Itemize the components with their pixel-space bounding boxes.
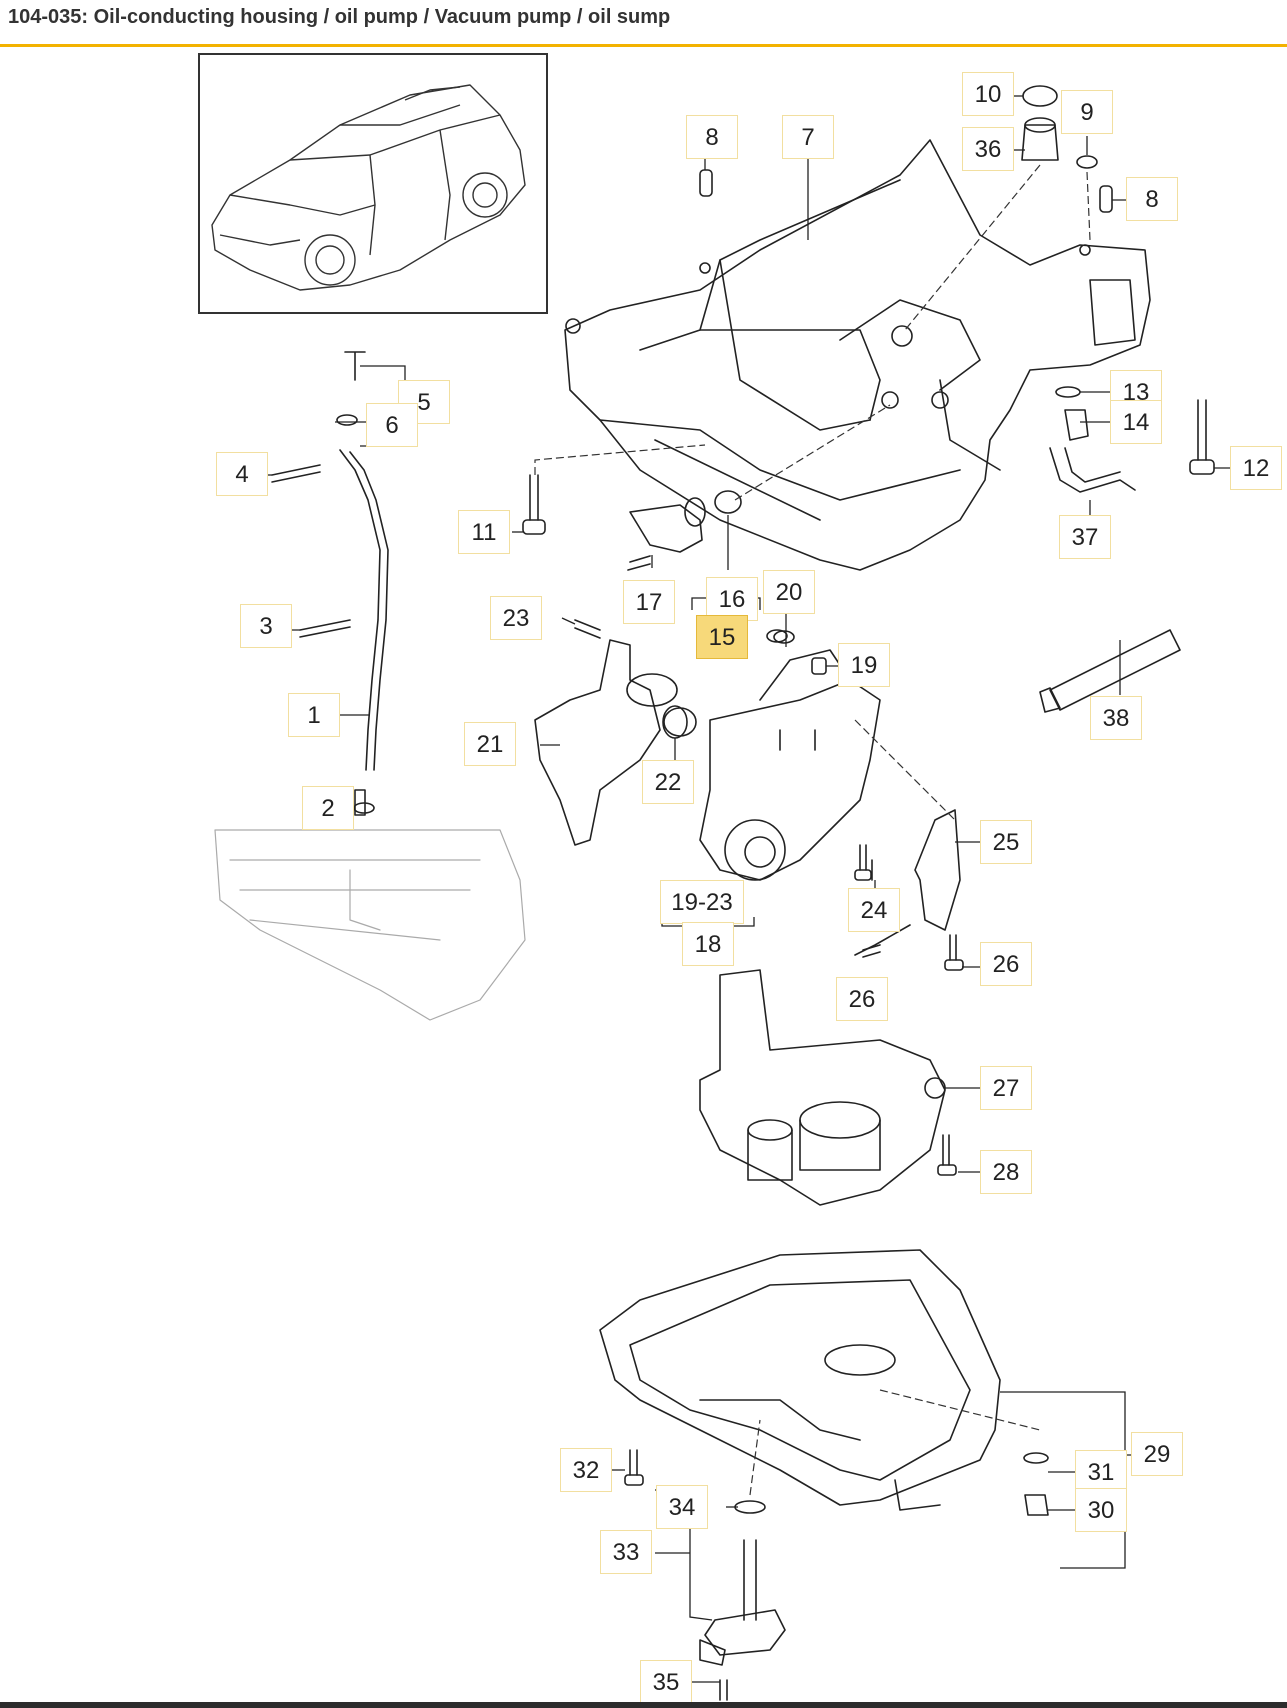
callout-11[interactable]: 11 — [458, 510, 510, 554]
callout-25[interactable]: 25 — [980, 820, 1032, 864]
callout-35[interactable]: 35 — [640, 1660, 692, 1704]
callout-1[interactable]: 1 — [288, 693, 340, 737]
callout-38[interactable]: 38 — [1090, 696, 1142, 740]
vehicle-thumbnail — [198, 53, 548, 314]
callout-8[interactable]: 8 — [686, 115, 738, 159]
callout-10[interactable]: 10 — [962, 72, 1014, 116]
oil-housing-part — [564, 139, 1151, 571]
callout-3[interactable]: 3 — [240, 604, 292, 648]
callout-33[interactable]: 33 — [600, 1530, 652, 1574]
callout-24[interactable]: 24 — [848, 888, 900, 932]
oil-pump-part — [534, 629, 881, 881]
callout-21[interactable]: 21 — [464, 722, 516, 766]
callout-26-left[interactable]: 26 — [836, 977, 888, 1021]
callout-15[interactable]: 15 — [696, 615, 748, 659]
callout-19-23[interactable]: 19-23 — [660, 880, 744, 924]
callout-14[interactable]: 14 — [1110, 400, 1162, 444]
callout-29[interactable]: 29 — [1131, 1432, 1183, 1476]
page-header: 104-035: Oil-conducting housing / oil pu… — [0, 0, 1287, 47]
callout-32[interactable]: 32 — [560, 1448, 612, 1492]
callout-26-right[interactable]: 26 — [980, 942, 1032, 986]
callout-20[interactable]: 20 — [763, 570, 815, 614]
callout-4[interactable]: 4 — [216, 452, 268, 496]
oil-sump-part — [599, 1249, 1001, 1511]
callout-12[interactable]: 12 — [1230, 446, 1282, 490]
callout-8-right[interactable]: 8 — [1126, 177, 1178, 221]
callout-37[interactable]: 37 — [1059, 515, 1111, 559]
callout-19[interactable]: 19 — [838, 643, 890, 687]
callout-22[interactable]: 22 — [642, 760, 694, 804]
callout-6[interactable]: 6 — [366, 403, 418, 447]
callout-28[interactable]: 28 — [980, 1150, 1032, 1194]
callout-17[interactable]: 17 — [623, 580, 675, 624]
vehicle-icon — [211, 84, 526, 291]
callout-23[interactable]: 23 — [490, 596, 542, 640]
callout-27[interactable]: 27 — [980, 1066, 1032, 1110]
callout-5[interactable]: 5 — [398, 380, 450, 424]
callout-30[interactable]: 30 — [1075, 1488, 1127, 1532]
callout-18[interactable]: 18 — [682, 922, 734, 966]
callout-16[interactable]: 16 — [706, 577, 758, 621]
callout-9[interactable]: 9 — [1061, 90, 1113, 134]
callout-7[interactable]: 7 — [782, 115, 834, 159]
callout-36[interactable]: 36 — [962, 127, 1014, 171]
bottom-bar — [0, 1702, 1287, 1708]
callout-2[interactable]: 2 — [302, 786, 354, 830]
callout-34[interactable]: 34 — [656, 1485, 708, 1529]
page-title: 104-035: Oil-conducting housing / oil pu… — [8, 6, 671, 28]
